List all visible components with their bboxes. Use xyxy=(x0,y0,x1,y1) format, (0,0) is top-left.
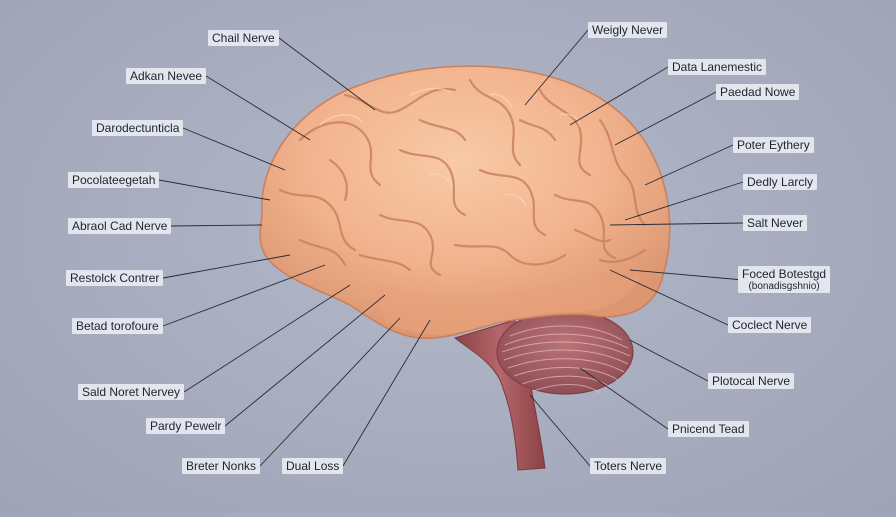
label-text: Abraol Cad Nerve xyxy=(72,219,168,233)
leader-line-pardy-pewelr xyxy=(224,294,386,427)
label-text: Darodectunticla xyxy=(96,121,180,135)
label-pocolateegetah: Pocolateegetah xyxy=(68,172,160,188)
label-text: Pnicend Tead xyxy=(672,422,745,436)
leader-line-chail-nerve xyxy=(278,37,376,111)
label-text: Plotocal Nerve xyxy=(712,374,791,388)
label-text: Pardy Pewelr xyxy=(150,419,222,433)
leader-line-weigly-never xyxy=(524,29,589,106)
leader-line-sald-noret-nervey xyxy=(183,284,351,393)
label-betad-torofoure: Betad torofoure xyxy=(72,318,163,334)
leader-line-dedly-larcly xyxy=(624,181,744,221)
label-dual-loss: Dual Loss xyxy=(282,458,344,474)
label-weigly-never: Weigly Never xyxy=(588,22,668,38)
cerebellum xyxy=(496,309,634,395)
label-adkan-nevee: Adkan Nevee xyxy=(126,68,207,84)
leader-line-dual-loss xyxy=(342,319,431,467)
label-pnicend-tead: Pnicend Tead xyxy=(668,421,749,437)
leader-line-toters-nerve xyxy=(529,394,591,467)
cerebrum xyxy=(259,65,671,340)
label-text: Coclect Nerve xyxy=(732,318,808,332)
label-text: Dedly Larcly xyxy=(747,175,814,189)
leader-line-breter-nonks xyxy=(259,317,401,467)
leader-line-poter-eythery xyxy=(644,144,734,186)
label-subtext: (bonadisgshnio) xyxy=(748,281,820,292)
leader-line-adkan-nevee xyxy=(205,75,311,141)
label-pardy-pewelr: Pardy Pewelr xyxy=(146,418,226,434)
label-data-lanemestic: Data Lanemestic xyxy=(668,59,767,75)
label-text: Data Lanemestic xyxy=(672,60,763,74)
label-foced-botestgd: Foced Botestgd(bonadisgshnio) xyxy=(738,266,831,293)
leader-lines xyxy=(158,29,744,467)
label-poter-eythery: Poter Eythery xyxy=(733,137,814,153)
label-text: Weigly Never xyxy=(592,23,664,37)
label-plotocal-nerve: Plotocal Nerve xyxy=(708,373,795,389)
label-text: Betad torofoure xyxy=(76,319,159,333)
label-paedad-nowe: Paedad Nowe xyxy=(716,84,800,100)
label-darodectunticla: Darodectunticla xyxy=(92,120,184,136)
label-salt-never: Salt Never xyxy=(743,215,808,231)
label-coclect-nerve: Coclect Nerve xyxy=(728,317,812,333)
label-sald-noret-nervey: Sald Noret Nervey xyxy=(78,384,185,400)
leader-line-salt-never xyxy=(609,222,744,226)
label-text: Salt Never xyxy=(747,216,804,230)
leader-line-restolck-contrer xyxy=(162,254,291,279)
leader-line-plotocal-nerve xyxy=(629,339,709,382)
label-text: Paedad Nowe xyxy=(720,85,796,99)
leader-line-pocolateegetah xyxy=(158,179,271,201)
label-text: Pocolateegetah xyxy=(72,173,156,187)
label-text: Adkan Nevee xyxy=(130,69,203,83)
leader-line-pnicend-tead xyxy=(579,367,669,430)
leader-line-coclect-nerve xyxy=(609,269,729,326)
label-text: Restolck Contrer xyxy=(70,271,160,285)
label-restolck-contrer: Restolck Contrer xyxy=(66,270,164,286)
leader-line-foced-botestgd xyxy=(629,269,739,280)
leader-line-darodectunticla xyxy=(182,127,286,171)
label-toters-nerve: Toters Nerve xyxy=(590,458,667,474)
leader-line-abraol-cad-nerve xyxy=(170,224,263,227)
leader-line-data-lanemestic xyxy=(569,66,669,126)
leader-line-paedad-nowe xyxy=(614,91,717,146)
label-text: Foced Botestgd xyxy=(742,267,827,281)
leader-line-betad-torofoure xyxy=(162,264,326,327)
label-text: Breter Nonks xyxy=(186,459,257,473)
label-text: Sald Noret Nervey xyxy=(82,385,181,399)
label-text: Toters Nerve xyxy=(594,459,663,473)
label-chail-nerve: Chail Nerve xyxy=(208,30,279,46)
label-text: Poter Eythery xyxy=(737,138,810,152)
label-breter-nonks: Breter Nonks xyxy=(182,458,261,474)
label-text: Chail Nerve xyxy=(212,31,275,45)
label-dedly-larcly: Dedly Larcly xyxy=(743,174,818,190)
label-abraol-cad-nerve: Abraol Cad Nerve xyxy=(68,218,172,234)
label-text: Dual Loss xyxy=(286,459,340,473)
